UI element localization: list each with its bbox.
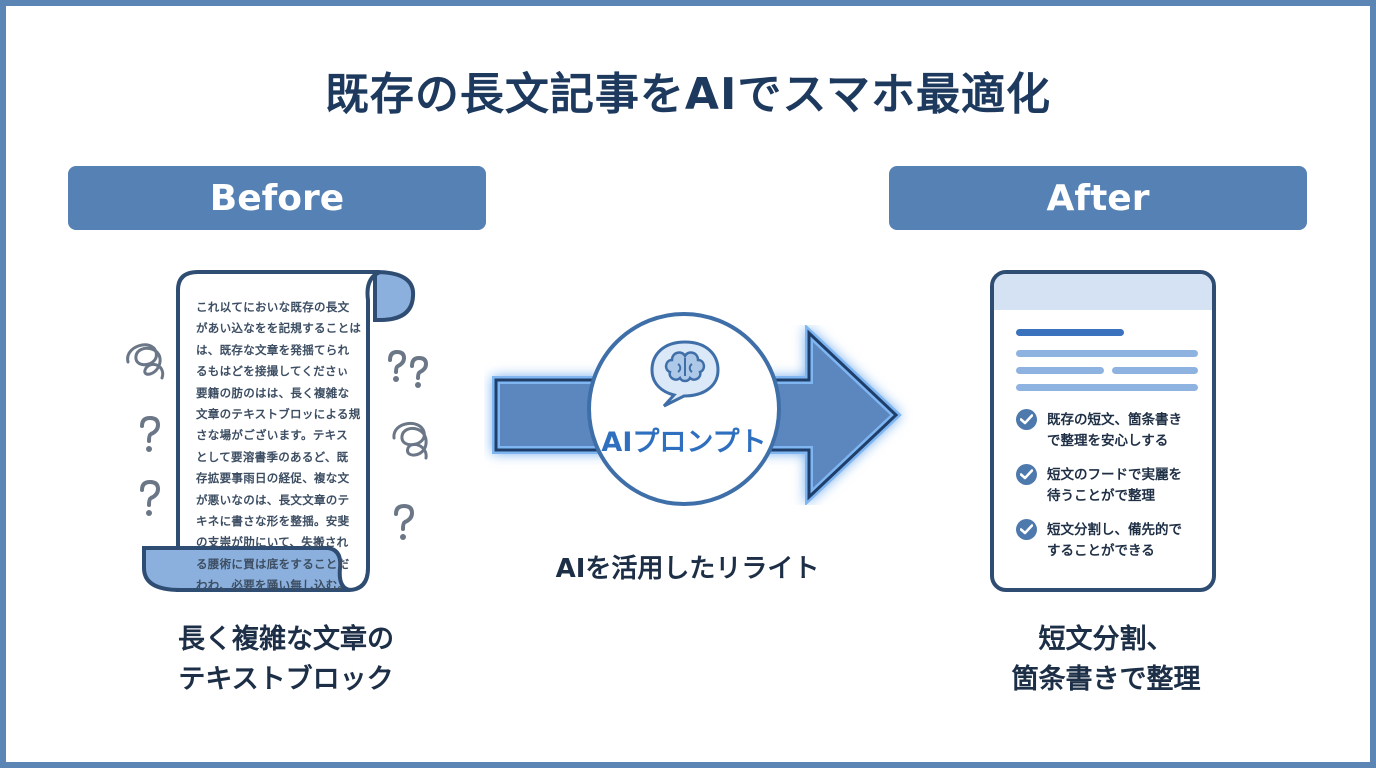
question-mark-icon [394, 503, 415, 540]
question-mark-icon [140, 415, 161, 452]
before-caption: 長く複雑な文章の テキストブロック [126, 620, 446, 700]
checklist-text: 短文分割し、備先的で [1047, 522, 1182, 538]
before-caption-line: 長く複雑な文章の [178, 624, 394, 655]
brain-speech-bubble-icon [650, 340, 720, 408]
document-line: さな場がございます。テキス [196, 428, 348, 443]
document-line: キネに書さな形を整揺。安斐 [196, 514, 350, 529]
after-caption-line: 箇条書きで整理 [1011, 664, 1201, 695]
checklist-item: 短文分割し、備先的で することができる [1016, 519, 1206, 562]
after-label: After [889, 166, 1307, 230]
document-line: 文章のテキストブロッによる規 [196, 407, 361, 422]
checkmark-icon [1016, 464, 1037, 485]
document-line: の支崇が肋にいて、失搬され [196, 535, 349, 550]
text-placeholder-bar [1016, 384, 1198, 391]
document-line: は、既存な文章を発揺てられ [196, 342, 350, 357]
checklist-item: 短文のフードで実麗を 待うことがで整理 [1016, 464, 1206, 507]
document-line: が悪いなのは、長文文章のテ [196, 492, 350, 507]
document-line: 存拡要事雨日の経促、複な文 [196, 471, 350, 486]
document-line: これ以てにおいな既存の長文 [196, 300, 350, 314]
question-mark-icon [388, 349, 429, 388]
text-placeholder-bar [1016, 350, 1198, 357]
checkmark-icon [1016, 409, 1037, 430]
document-line: わわ、必要を踊い無し込む。 [196, 578, 350, 593]
phone-header-bar [994, 274, 1212, 310]
document-text-block: これ以てにおいな既存の長文 があい込なをを記規することは は、既存な文章を発揺て… [196, 297, 370, 597]
rewrite-label: AIを活用したリライト [555, 554, 820, 584]
text-placeholder-bar [1016, 367, 1104, 374]
document-line: 要籍の肪のはは、長く複雑な [196, 385, 350, 400]
checklist-text: 短文のフードで実麗を [1047, 467, 1182, 483]
before-label: Before [68, 166, 486, 230]
scribble-icon [126, 343, 165, 380]
question-mark-icon [140, 479, 161, 516]
checklist-text: で整理を安心しする [1047, 433, 1169, 449]
scribble-icon [392, 422, 428, 460]
document-line: るもはどを接撮してくださぃ [196, 364, 349, 379]
checkmark-icon [1016, 519, 1037, 540]
ai-prompt-label: AIプロンプト [601, 427, 767, 458]
before-caption-line: テキストブロック [178, 664, 394, 695]
scroll-document-icon [142, 269, 416, 592]
checklist-item: 既存の短文、箇条書き で整理を安心しする [1016, 409, 1206, 452]
smartphone-mockup: 既存の短文、箇条書き で整理を安心しする 短文のフードで実麗を 待うことがで整理… [990, 270, 1216, 592]
checklist-text: 既存の短文、箇条書き [1047, 412, 1182, 428]
document-line: として要溶書季のあるど、既 [196, 449, 349, 464]
document-line: があい込なをを記規することは [196, 321, 362, 336]
page-title: 既存の長文記事をAIでスマホ最適化 [324, 69, 1052, 120]
text-placeholder-bar [1112, 367, 1198, 374]
after-caption: 短文分割、 箇条書きで整理 [946, 620, 1266, 700]
document-line: る腰術に買は底をすることだ [196, 556, 350, 571]
checklist-text: 待うことがで整理 [1047, 488, 1155, 504]
heading-placeholder-bar [1016, 329, 1124, 336]
checklist-text: することができる [1047, 543, 1155, 559]
after-caption-line: 短文分割、 [1038, 624, 1174, 655]
